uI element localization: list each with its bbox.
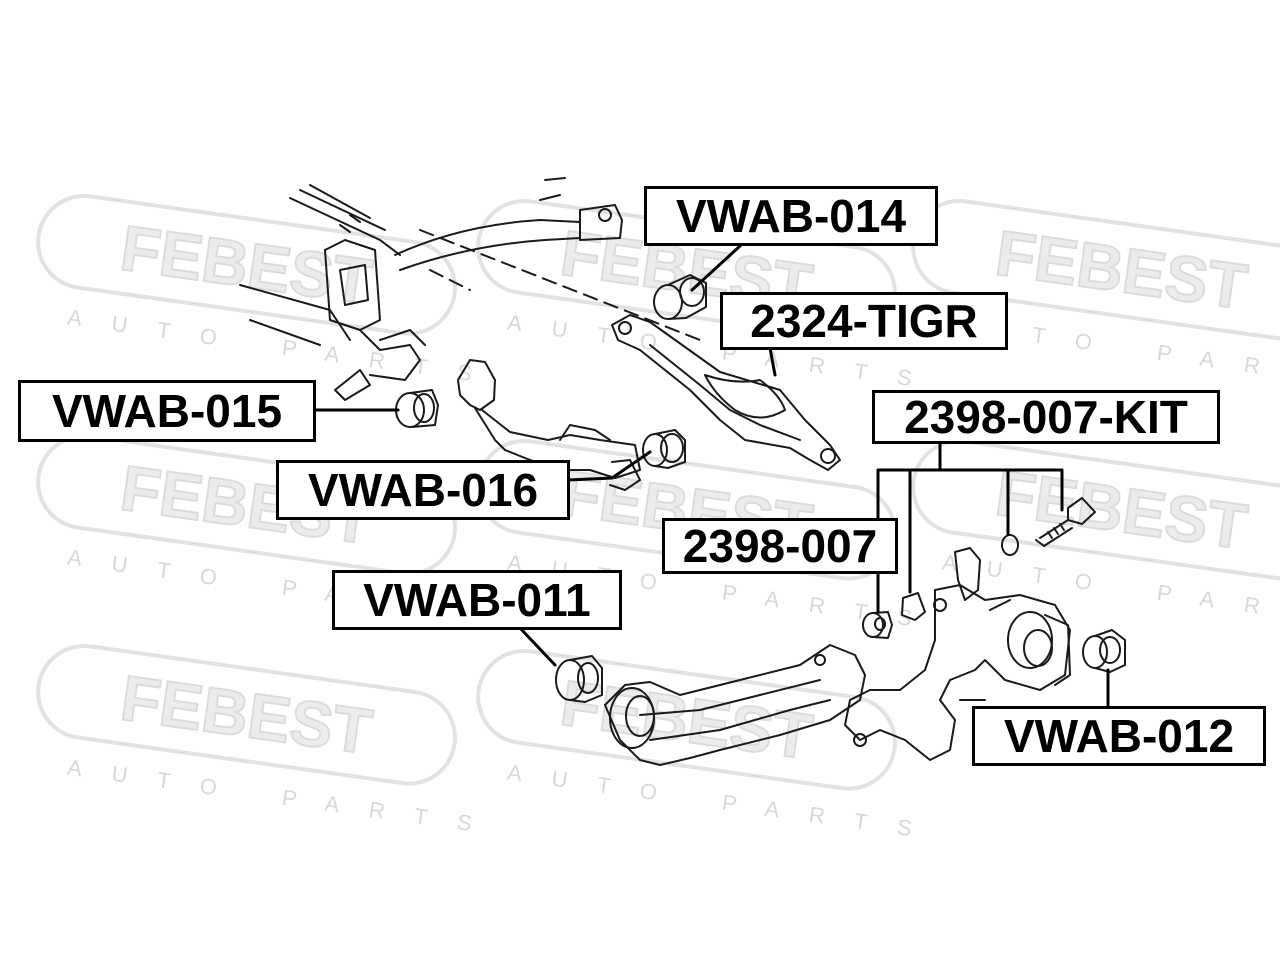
label-vwab-015[interactable]: VWAB-015 (18, 380, 316, 442)
bushing-2398-007-drawing (862, 611, 893, 639)
label-2398-007[interactable]: 2398-007 (662, 518, 898, 574)
watermark-brand: FEBEST (992, 217, 1252, 323)
watermark-brand: FEBEST (557, 667, 817, 773)
watermark-brand: FEBEST (117, 662, 377, 768)
watermark-brand: FEBEST (117, 212, 377, 318)
label-vwab-014[interactable]: VWAB-014 (644, 186, 938, 246)
label-2398-007-kit[interactable]: 2398-007-KIT (872, 390, 1220, 444)
kit-plate-drawing (901, 592, 926, 621)
bushing-vwab-012-drawing (1082, 629, 1126, 673)
control-arm-2324-tigr-drawing (611, 314, 841, 471)
drawing-layer (239, 177, 1126, 766)
leader-vwab-011 (518, 626, 557, 667)
bushing-vwab-011-drawing (555, 655, 603, 703)
bushing-vwab-015-drawing (395, 389, 439, 428)
label-vwab-016[interactable]: VWAB-016 (276, 460, 570, 520)
subframe-drawing (239, 177, 623, 401)
bushing-vwab-014-drawing (653, 274, 707, 320)
dashed-centerline (419, 229, 701, 341)
label-vwab-012[interactable]: VWAB-012 (972, 706, 1266, 766)
leader-lines (312, 244, 1110, 708)
label-vwab-011[interactable]: VWAB-011 (332, 570, 622, 630)
watermark-tile: FEBEST AUTO PARTS (476, 648, 943, 845)
watermark-tile: FEBEST AUTO PARTS (36, 643, 503, 840)
kit-bolt-drawing (1035, 497, 1096, 547)
leader-vwab-016 (566, 450, 652, 482)
leader-2324-tigr (768, 346, 777, 377)
leader-vwab-014 (690, 244, 742, 292)
watermark-brand: FEBEST (992, 457, 1252, 563)
watermark-tile: FEBEST AUTO PARTS (36, 193, 503, 390)
knuckle-drawing (844, 547, 1071, 761)
watermark-tile: FEBEST AUTO PARTS (911, 438, 1280, 635)
bushing-vwab-016-drawing (642, 429, 686, 469)
kit-washer-drawing (1001, 534, 1019, 556)
trailing-arm-drawing (604, 644, 866, 766)
label-2324-tigr[interactable]: 2324-TIGR (720, 292, 1008, 350)
watermark-sub: AUTO PARTS (941, 549, 1280, 635)
